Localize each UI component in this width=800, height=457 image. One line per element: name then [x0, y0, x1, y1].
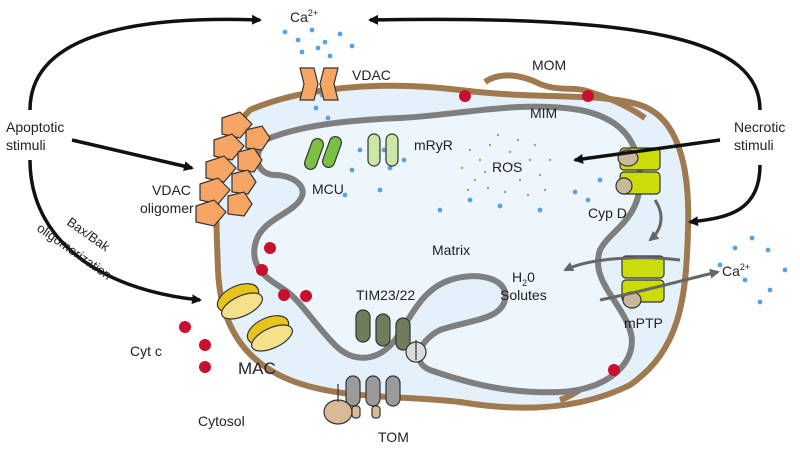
vdac-oligomer — [195, 111, 271, 227]
apoptotic-label-2: stimuli — [6, 137, 46, 153]
mac-label: MAC — [238, 359, 276, 378]
necrotic-label-2: stimuli — [734, 137, 774, 153]
ca-right-label: Ca2+ — [722, 262, 750, 279]
mptp-label: mPTP — [624, 315, 663, 331]
mom-label: MOM — [532, 57, 566, 73]
cytosol-label: Cytosol — [198, 413, 245, 429]
arrow-ca-efflux — [599, 268, 720, 302]
arrow-mptp-transition — [648, 199, 663, 242]
arrow-h2o-solutes — [563, 256, 681, 272]
mptp-flux-arrows — [563, 199, 720, 302]
necrotic-label-1: Necrotic — [734, 119, 785, 135]
tim-label: TIM23/22 — [356, 287, 415, 303]
arrows — [28, 14, 762, 305]
mryr-channel — [367, 133, 399, 167]
cytochrome-c — [179, 90, 620, 376]
mitochondrion — [213, 72, 692, 411]
outer-membrane-ruffle — [483, 72, 647, 121]
cyp-d-label: Cyp D — [588, 205, 627, 221]
matrix-label: Matrix — [432, 242, 470, 258]
arrow-apoptotic-to-ca — [28, 14, 262, 111]
vdac-label: VDAC — [352, 67, 391, 83]
arrow-necrotic-to-mptp — [688, 164, 762, 227]
tom-label: TOM — [378, 429, 409, 445]
vdac-oligomer-label-1: VDAC — [152, 182, 191, 198]
arrow-necrotic-to-ca — [368, 14, 762, 111]
tom-complex — [323, 375, 401, 425]
cytc-label: Cyt c — [130, 343, 162, 359]
mcu-channel — [303, 136, 343, 170]
arrow-apoptotic-to-mac — [28, 159, 202, 305]
solutes-label: Solutes — [500, 287, 547, 303]
ros-label: ROS — [492, 159, 522, 175]
mac-pore — [216, 283, 293, 352]
inner-membrane — [251, 103, 644, 396]
vdac-oligomer-label-2: oligomer — [140, 200, 194, 216]
arrow-necrotic-to-ros — [573, 138, 721, 164]
mcu-label: MCU — [312, 181, 344, 197]
ca-top-label: Ca2+ — [290, 8, 318, 25]
apoptotic-label-1: Apoptotic — [6, 119, 64, 135]
vdac-channel — [299, 67, 339, 101]
arrow-apoptotic-to-vdac-oligomer — [71, 138, 194, 172]
mim-label: MIM — [530, 105, 557, 121]
ros-cloud — [460, 133, 552, 197]
h2o-label: H20 — [512, 269, 535, 288]
calcium-ions — [282, 27, 788, 305]
mryr-label: mRyR — [414, 137, 453, 153]
tim-complex — [355, 309, 427, 363]
